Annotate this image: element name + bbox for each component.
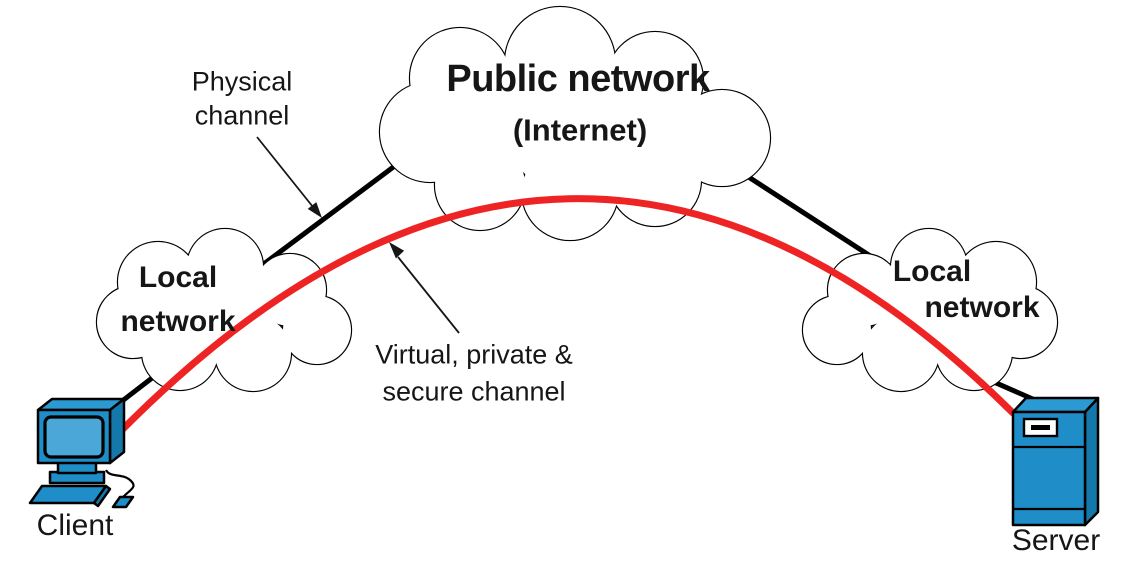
vpn-tunnel-line [116, 195, 1017, 436]
physical-channel-arrow [256, 136, 322, 218]
server-drive-slot-bar [1031, 425, 1050, 430]
local-network-cloud-left [95, 227, 353, 393]
virtual-channel-label-line2: secure channel [382, 376, 566, 407]
cloud-body [97, 229, 351, 391]
local-network-left-line2: network [120, 305, 236, 338]
physical-channel-label-line2: channel [194, 100, 290, 131]
physical-channel-label-line1: Physical [191, 66, 293, 97]
public-network-title: Public network [446, 58, 710, 100]
local-network-right-line2: network [924, 291, 1040, 324]
client-screen [43, 415, 105, 459]
cloud-body [380, 7, 770, 240]
client-mouse [111, 495, 135, 509]
client-computer [28, 397, 135, 509]
virtual-channel-arrow [389, 242, 460, 334]
client-monitor-side [108, 397, 126, 465]
local-network-right-line1: Local [892, 255, 972, 288]
server-top [1011, 396, 1100, 414]
virtual-channel-label-line1: Virtual, private & [375, 339, 573, 370]
client-label: Client [36, 509, 114, 542]
internet-subtitle: (Internet) [512, 112, 648, 148]
client-keyboard-side [92, 484, 112, 508]
public-network-cloud [378, 5, 772, 242]
local-network-cloud-right [801, 227, 1059, 393]
cloud-body [803, 229, 1057, 391]
server-label: Server [1011, 524, 1101, 557]
local-network-left-line1: Local [138, 261, 218, 294]
server-side [1083, 396, 1100, 527]
mouse-cable [105, 469, 135, 498]
server-tower [1011, 396, 1100, 527]
